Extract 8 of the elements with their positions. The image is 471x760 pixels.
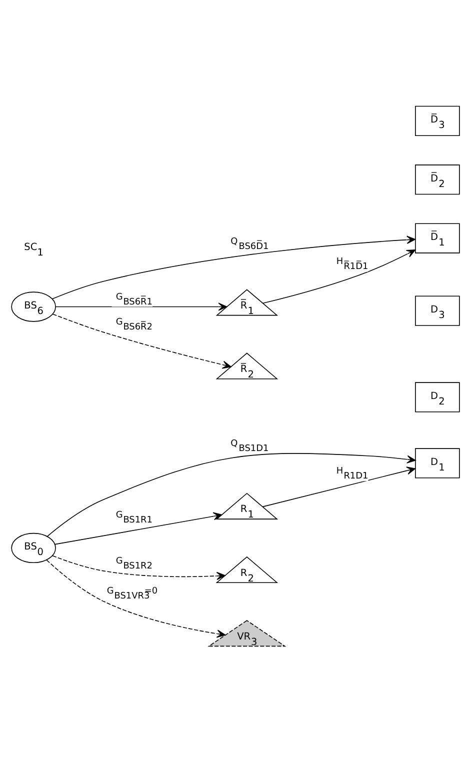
arrow <box>52 235 416 299</box>
arrow <box>262 466 416 507</box>
arrow <box>54 512 222 544</box>
arrow <box>52 554 226 580</box>
arrow <box>46 452 416 536</box>
arrow <box>55 302 228 310</box>
arrow <box>262 249 416 304</box>
arrow <box>46 559 226 638</box>
